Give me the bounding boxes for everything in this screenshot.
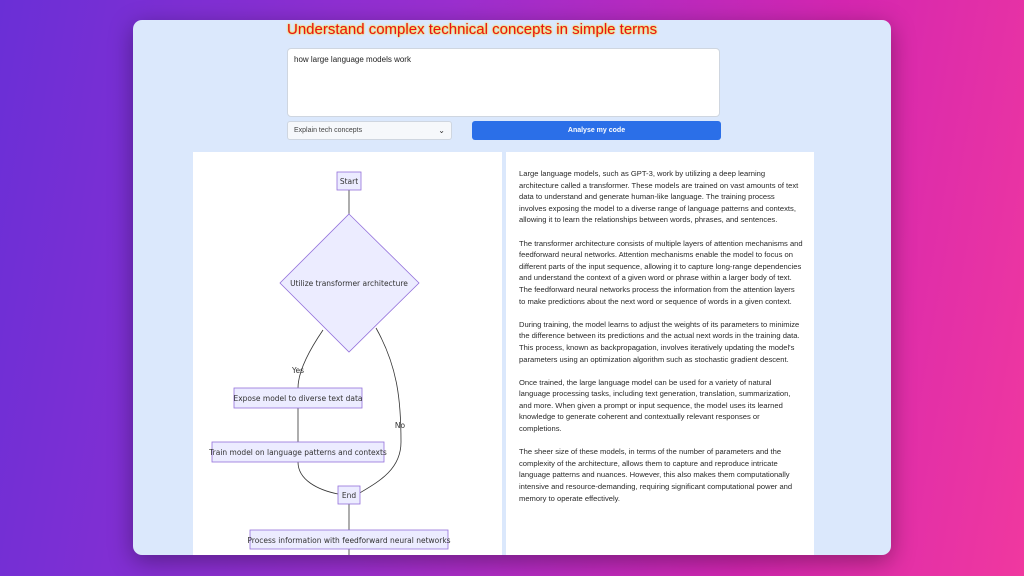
flow-node-process: Process information with feedforward neu… [247,529,451,550]
explanation-paragraph: Large language models, such as GPT-3, wo… [519,169,799,225]
flow-node-end-label: End [342,491,356,500]
flow-node-train: Train model on language patterns and con… [208,441,387,463]
flow-node-decision: Utilize transformer architecture [279,213,420,353]
flow-node-start: Start [336,171,362,191]
explanation-panel: Large language models, such as GPT-3, wo… [506,152,814,555]
edge-train-end [297,461,339,495]
flowchart-diagram: Start Utilize transformer architecture Y… [208,171,451,555]
page-title: Understand complex technical concepts in… [287,21,658,38]
explanation-paragraph: Once trained, the large language model c… [519,377,791,434]
flow-node-expose-label: Expose model to diverse text data [233,394,362,403]
flow-node-train-label: Train model on language patterns and con… [208,448,387,457]
explanation-paragraph: The transformer architecture consists of… [519,238,803,306]
edge-decision-expose [297,329,324,389]
flow-node-decision-label: Utilize transformer architecture [290,279,408,288]
flow-node-start-label: Start [340,177,358,186]
chevron-down-icon: ⌄ [438,126,445,135]
flowchart-panel: Start Utilize transformer architecture Y… [193,152,502,555]
mode-select-value: Explain tech concepts [294,127,363,134]
edge-decision-end [357,327,402,495]
explanation-paragraph: During training, the model learns to adj… [519,319,800,364]
app-window: Understand complex technical concepts in… [133,20,891,555]
flow-node-process-label: Process information with feedforward neu… [247,536,450,545]
flow-node-expose: Expose model to diverse text data [233,387,363,409]
edge-label-yes: Yes [291,366,304,375]
analyse-button[interactable]: Analyse my code [472,121,721,140]
explanation-paragraph: The sheer size of these models, in terms… [519,447,793,503]
explanation-text: Large language models, such as GPT-3, wo… [519,168,803,516]
mode-select[interactable]: Explain tech concepts ⌄ [287,121,452,140]
query-input[interactable]: how large language models work [287,48,720,117]
edge-label-no: No [395,421,406,430]
flow-node-end: End [337,485,361,505]
